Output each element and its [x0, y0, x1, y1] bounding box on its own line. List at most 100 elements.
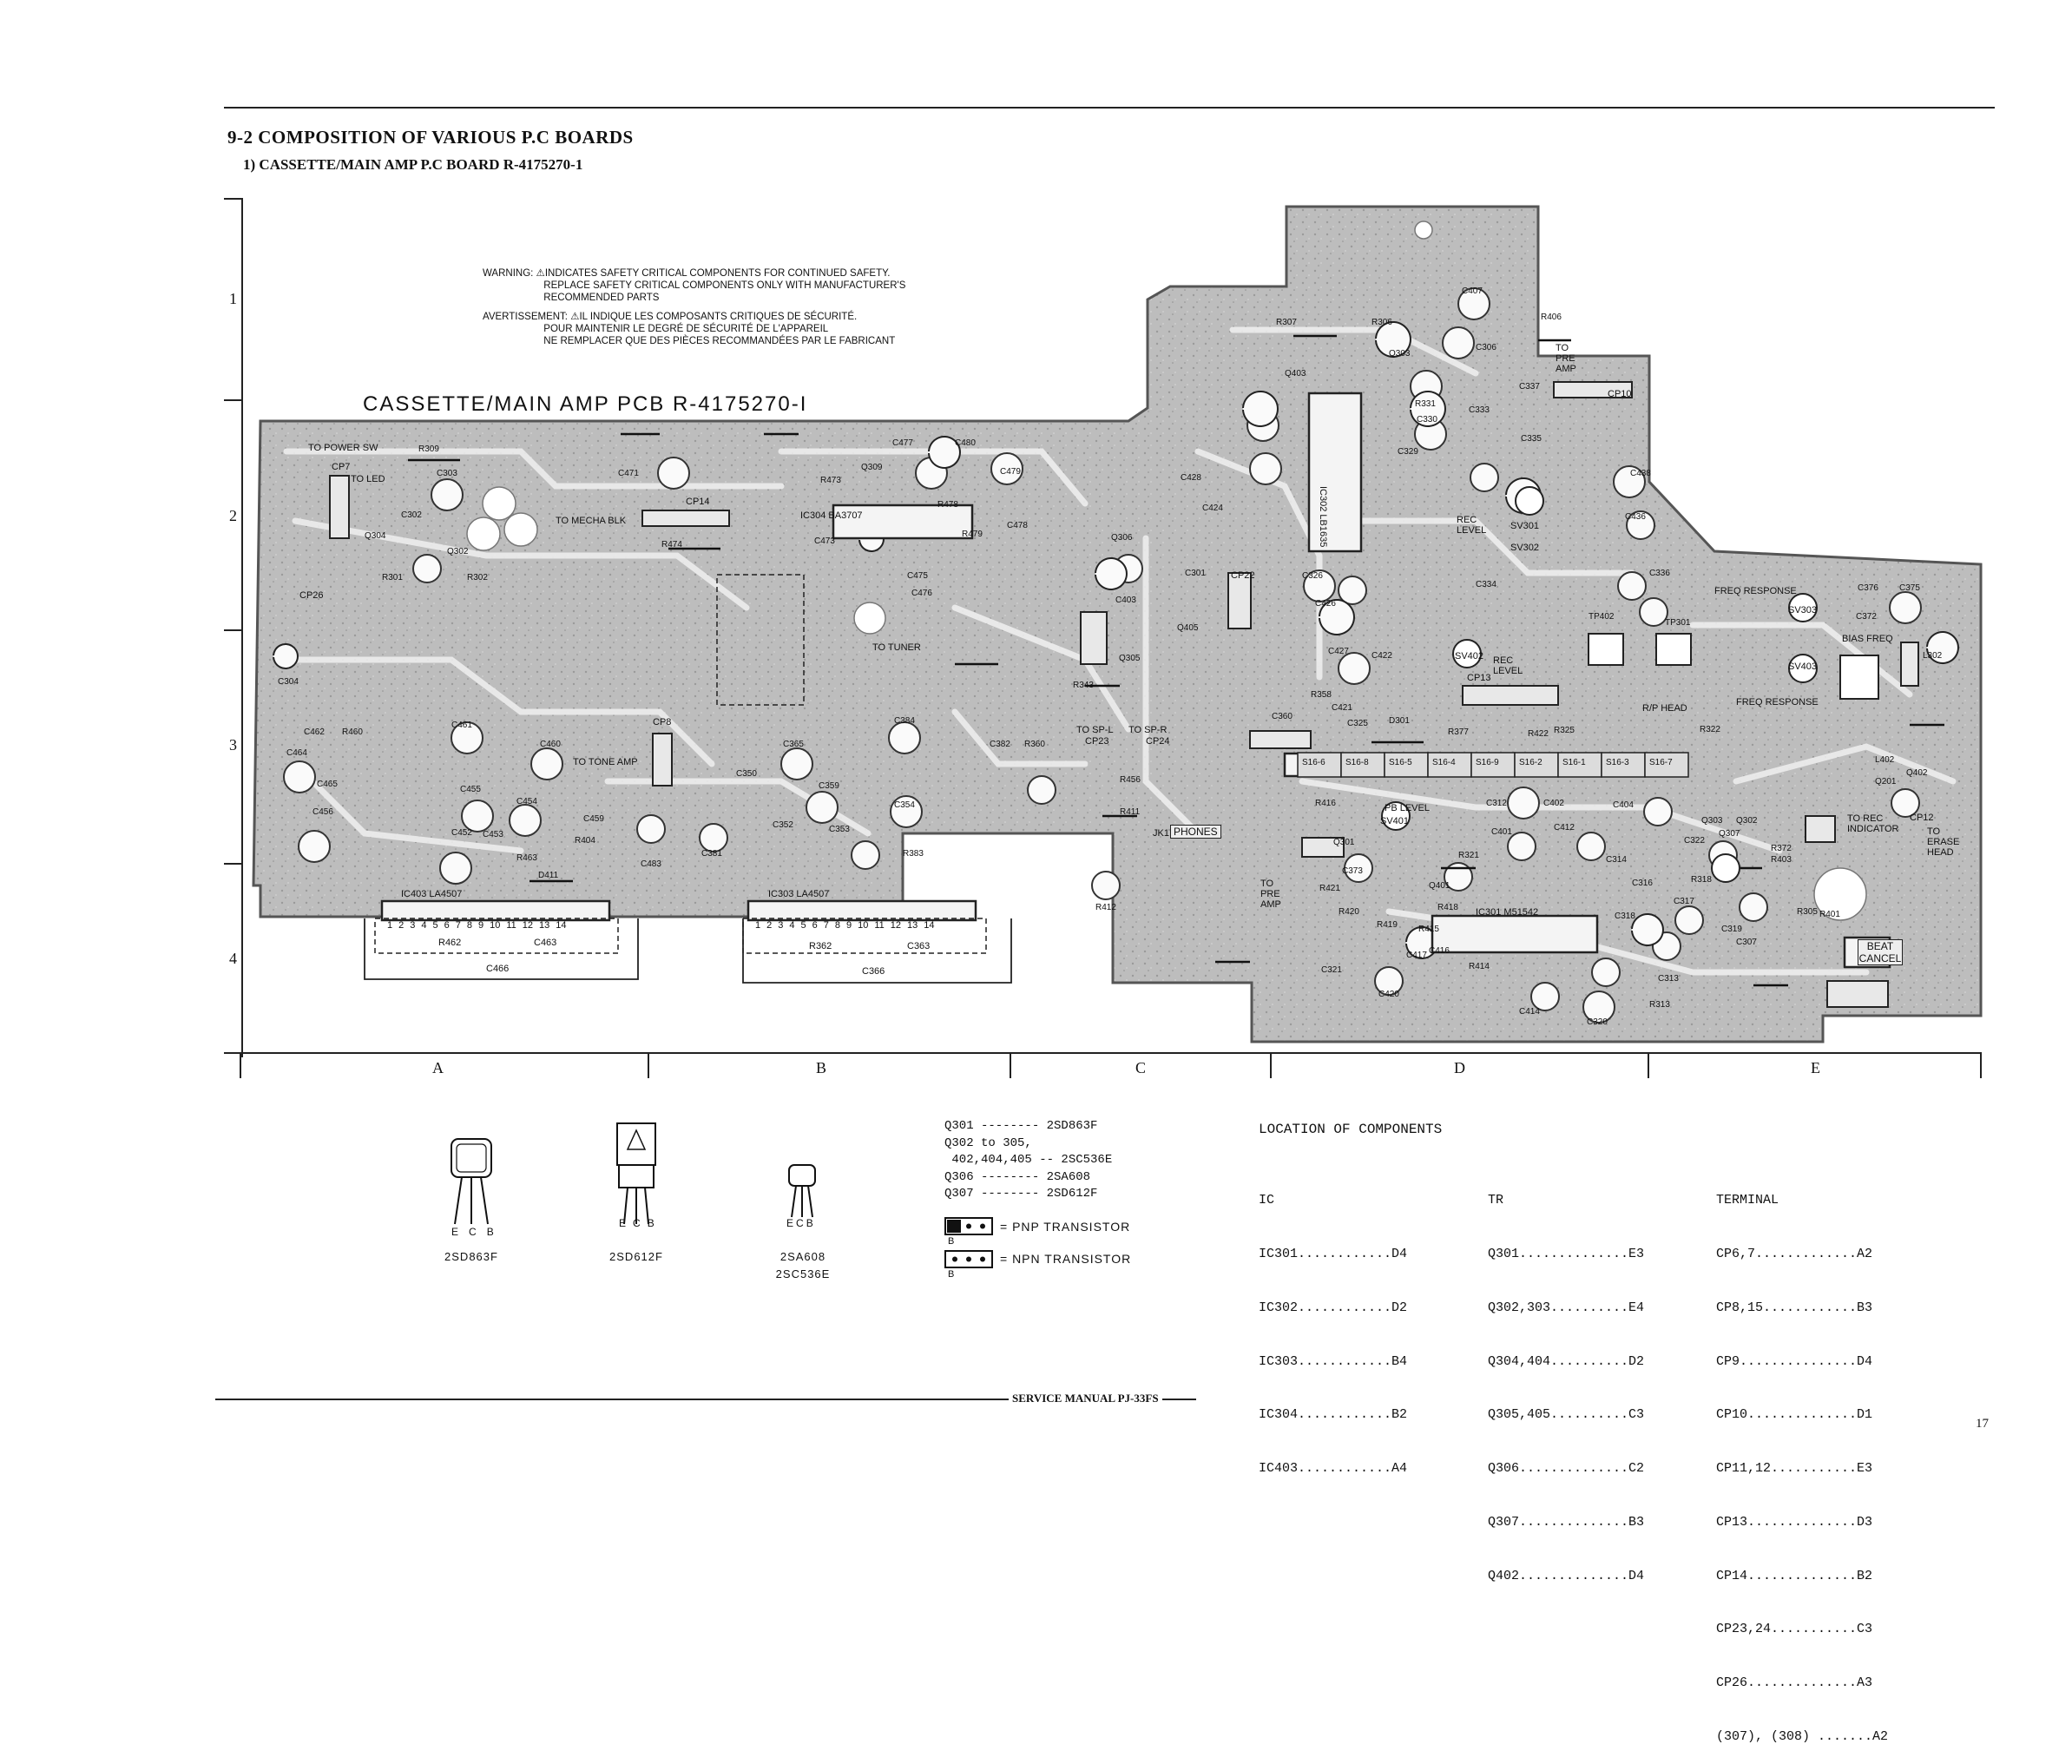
component-label: Q303 [1389, 349, 1411, 359]
pin: 1 [387, 920, 393, 931]
tr-entry: Q302,303..........E4 [1488, 1300, 1645, 1315]
component-label: C317 [1674, 897, 1694, 906]
terminal-entry: (307), (308) .......A2 [1716, 1729, 1889, 1744]
label-to-led: TO LED [351, 474, 385, 484]
label-to-sp-r: TO SP-R [1128, 725, 1168, 735]
component-label: R301 [382, 573, 403, 583]
col-label-b: B [816, 1059, 827, 1076]
component-label: R406 [1541, 313, 1562, 322]
component-label: C412 [1554, 823, 1575, 833]
label-r362: R362 [809, 941, 832, 951]
component-label: L302 [1923, 651, 1943, 661]
label-ic304: IC304 BA3707 [800, 510, 863, 521]
label-sv303: SV303 [1788, 605, 1818, 615]
component-label: C456 [312, 807, 333, 817]
component-label: C316 [1632, 879, 1653, 888]
component-label: C438 [1630, 469, 1651, 478]
label-rec-level-1: REC LEVEL [1457, 515, 1487, 536]
transistor-label-2sd863f: 2SD863F [444, 1250, 498, 1263]
row-label-3: 3 [229, 736, 237, 754]
label-ic303: IC303 LA4507 [768, 889, 830, 899]
component-label: R479 [962, 530, 983, 539]
component-label: R414 [1469, 962, 1490, 971]
transistor-label-2sd612f: 2SD612F [609, 1250, 663, 1263]
component-label: Q307 [1719, 829, 1740, 839]
component-label: R302 [467, 573, 488, 583]
component-label: C420 [1378, 990, 1399, 999]
terminal-entry: CP9...............D4 [1716, 1353, 1873, 1369]
label-to-tone-amp: TO TONE AMP [573, 757, 638, 767]
col-tick [1270, 1052, 1272, 1078]
pin: 9 [846, 920, 852, 931]
section-heading: 9-2 COMPOSITION OF VARIOUS P.C BOARDS [227, 127, 634, 148]
component-label: R478 [937, 500, 958, 510]
component-label: R401 [1819, 910, 1840, 919]
ic-entry: IC302............D2 [1259, 1300, 1408, 1315]
transistor-2sd612f-drawing [616, 1122, 656, 1225]
component-label: C330 [1417, 415, 1437, 425]
ic-header: IC [1259, 1193, 1275, 1208]
pnp-legend-text: = PNP TRANSISTOR [1000, 1220, 1131, 1234]
component-label: R473 [820, 476, 841, 485]
pin: 12 [890, 920, 902, 931]
component-label: TP301 [1665, 618, 1691, 628]
component-label: R421 [1319, 884, 1340, 893]
component-label: R460 [342, 727, 363, 737]
tr-entry: Q306..............C2 [1488, 1461, 1645, 1477]
label-freq-response-1: FREQ RESPONSE [1714, 586, 1797, 596]
component-label: C306 [1476, 343, 1496, 352]
terminal-header: TERMINAL [1716, 1193, 1779, 1208]
col-tick [240, 1052, 241, 1078]
label-rec-level-2: REC LEVEL [1493, 655, 1523, 676]
component-label: TP402 [1589, 612, 1615, 622]
terminal-entry: CP23,24...........C3 [1716, 1622, 1873, 1637]
label-to-erase-head: TO ERASE HEAD [1927, 826, 1960, 858]
label-cp8: CP8 [653, 717, 672, 727]
pin: 11 [874, 920, 885, 931]
component-label: C384 [894, 716, 915, 726]
label-sv302: SV302 [1510, 543, 1540, 553]
ic-entry: IC304............B2 [1259, 1407, 1408, 1423]
label-r462: R462 [438, 938, 462, 948]
component-label: R403 [1771, 855, 1792, 865]
pin-labels-2sd863f: E C B [451, 1226, 494, 1238]
label-c463: C463 [534, 938, 557, 948]
label-jk1: JK1 [1153, 828, 1169, 839]
row-tick [224, 863, 243, 865]
component-label: C460 [540, 740, 561, 749]
label-cp12: CP12 [1910, 813, 1934, 823]
component-label: L402 [1875, 755, 1895, 765]
pin-labels-2sa608: E C B [786, 1217, 813, 1229]
pin-label: C [796, 1217, 804, 1229]
component-label: R377 [1448, 727, 1469, 737]
component-label: R306 [1371, 318, 1392, 327]
ic403-pins: 1 2 3 4 5 6 7 8 9 10 11 12 13 14 [387, 920, 567, 931]
pin: 6 [444, 920, 450, 931]
component-label: C312 [1486, 799, 1507, 808]
page-number: 17 [1976, 1417, 1989, 1431]
pin: 6 [812, 920, 818, 931]
tr-entry: Q402..............D4 [1488, 1568, 1645, 1583]
row-label-2: 2 [229, 507, 237, 524]
row-label-4: 4 [229, 950, 237, 967]
component-label: Q302 [447, 547, 469, 556]
component-label: R412 [1095, 903, 1116, 912]
component-label: R307 [1276, 318, 1297, 327]
component-label: C320 [1587, 1017, 1608, 1027]
transistor-2sd863f-drawing [451, 1138, 492, 1225]
component-label: C407 [1462, 286, 1483, 296]
label-pb-level: PB LEVEL [1385, 803, 1430, 813]
label-cp26: CP26 [299, 590, 324, 601]
component-label: R415 [1418, 925, 1439, 934]
footer-rule [215, 1399, 1196, 1400]
pin: 3 [410, 920, 416, 931]
pin: 2 [398, 920, 405, 931]
component-label: C304 [278, 677, 299, 687]
pin-label: E [451, 1226, 459, 1238]
component-label: R456 [1120, 775, 1141, 785]
label-bias-freq: BIAS FREQ [1842, 634, 1893, 644]
component-label: C326 [1302, 571, 1323, 581]
pin-label: B [486, 1226, 494, 1238]
label-r-p-head: R/P HEAD [1642, 703, 1687, 714]
component-label: C479 [1000, 467, 1021, 477]
